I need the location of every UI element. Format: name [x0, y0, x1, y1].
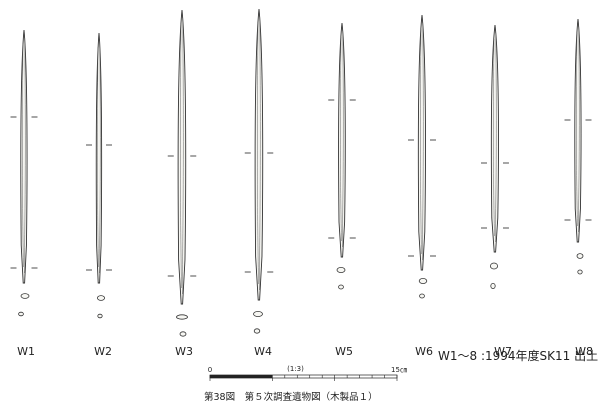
cross-section [336, 266, 346, 273]
provenance-note: W1〜8 :1994年度SK11 出土 [438, 349, 599, 363]
wooden-stick-drawing-w8: W8 [564, 18, 593, 358]
item-label-w8: W8 [575, 345, 593, 358]
item-label-w5: W5 [335, 345, 353, 358]
scale-bar-fill [210, 375, 273, 378]
scale-end-label: 15㎝ [391, 366, 407, 374]
wooden-stick-drawing-w6: W6 [408, 14, 436, 358]
grain-line [257, 22, 259, 285]
cross-section [490, 282, 496, 289]
cross-section [179, 331, 187, 337]
grain-line [420, 28, 422, 255]
wooden-stick-drawing-w4: W4 [244, 8, 274, 358]
cross-section [97, 313, 103, 319]
wooden-stick-drawing-w7: W7 [481, 24, 512, 358]
stick-outline [574, 18, 582, 243]
grain-line [493, 38, 495, 237]
grain-line [97, 46, 99, 268]
wooden-stick-drawing-w1: W1 [10, 29, 38, 358]
wooden-stick-drawing-w2: W2 [86, 32, 112, 358]
grain-line [99, 40, 101, 274]
stick-outline [254, 8, 264, 301]
grain-line [259, 16, 261, 291]
item-label-w1: W1 [17, 345, 35, 358]
cross-section [20, 293, 30, 299]
item-label-w6: W6 [415, 345, 433, 358]
cross-section [253, 310, 263, 317]
item-label-w3: W3 [175, 345, 193, 358]
scale-ratio-label: (1:3) [287, 365, 304, 373]
cross-section [418, 277, 428, 284]
cross-section [576, 253, 584, 259]
cross-section [18, 311, 24, 317]
stick-outline [20, 29, 28, 284]
stick-outline [177, 9, 187, 305]
stick-outline [490, 24, 499, 253]
stick-outline [95, 32, 103, 284]
scale-start-label: 0 [208, 366, 212, 374]
figure-caption: 第38図 第５次調査遺物図（木製品１） [204, 392, 378, 403]
cross-section [338, 284, 344, 290]
cross-section [97, 295, 106, 301]
grain-line [342, 30, 344, 248]
cross-section [577, 269, 583, 275]
stick-outline [338, 22, 346, 258]
cross-section [253, 328, 261, 334]
grain-line [578, 26, 580, 233]
item-label-w7: W7 [494, 345, 512, 358]
grain-line [22, 43, 24, 268]
grain-line [576, 32, 578, 227]
item-label-w4: W4 [254, 345, 272, 358]
grain-line [180, 23, 182, 289]
item-label-w2: W2 [94, 345, 112, 358]
stick-outline [417, 14, 426, 271]
cross-section [176, 314, 188, 320]
grain-line [24, 37, 26, 274]
wooden-stick-drawing-w3: W3 [167, 9, 197, 358]
grain-line [340, 36, 342, 242]
wooden-stick-drawing-w5: W5 [328, 22, 356, 358]
grain-line [422, 22, 424, 261]
cross-section [489, 262, 498, 270]
scale-bar: 0 (1:3) 15㎝ [208, 365, 407, 381]
grain-line [182, 17, 184, 295]
cross-section [419, 293, 425, 299]
grain-line [495, 32, 497, 243]
